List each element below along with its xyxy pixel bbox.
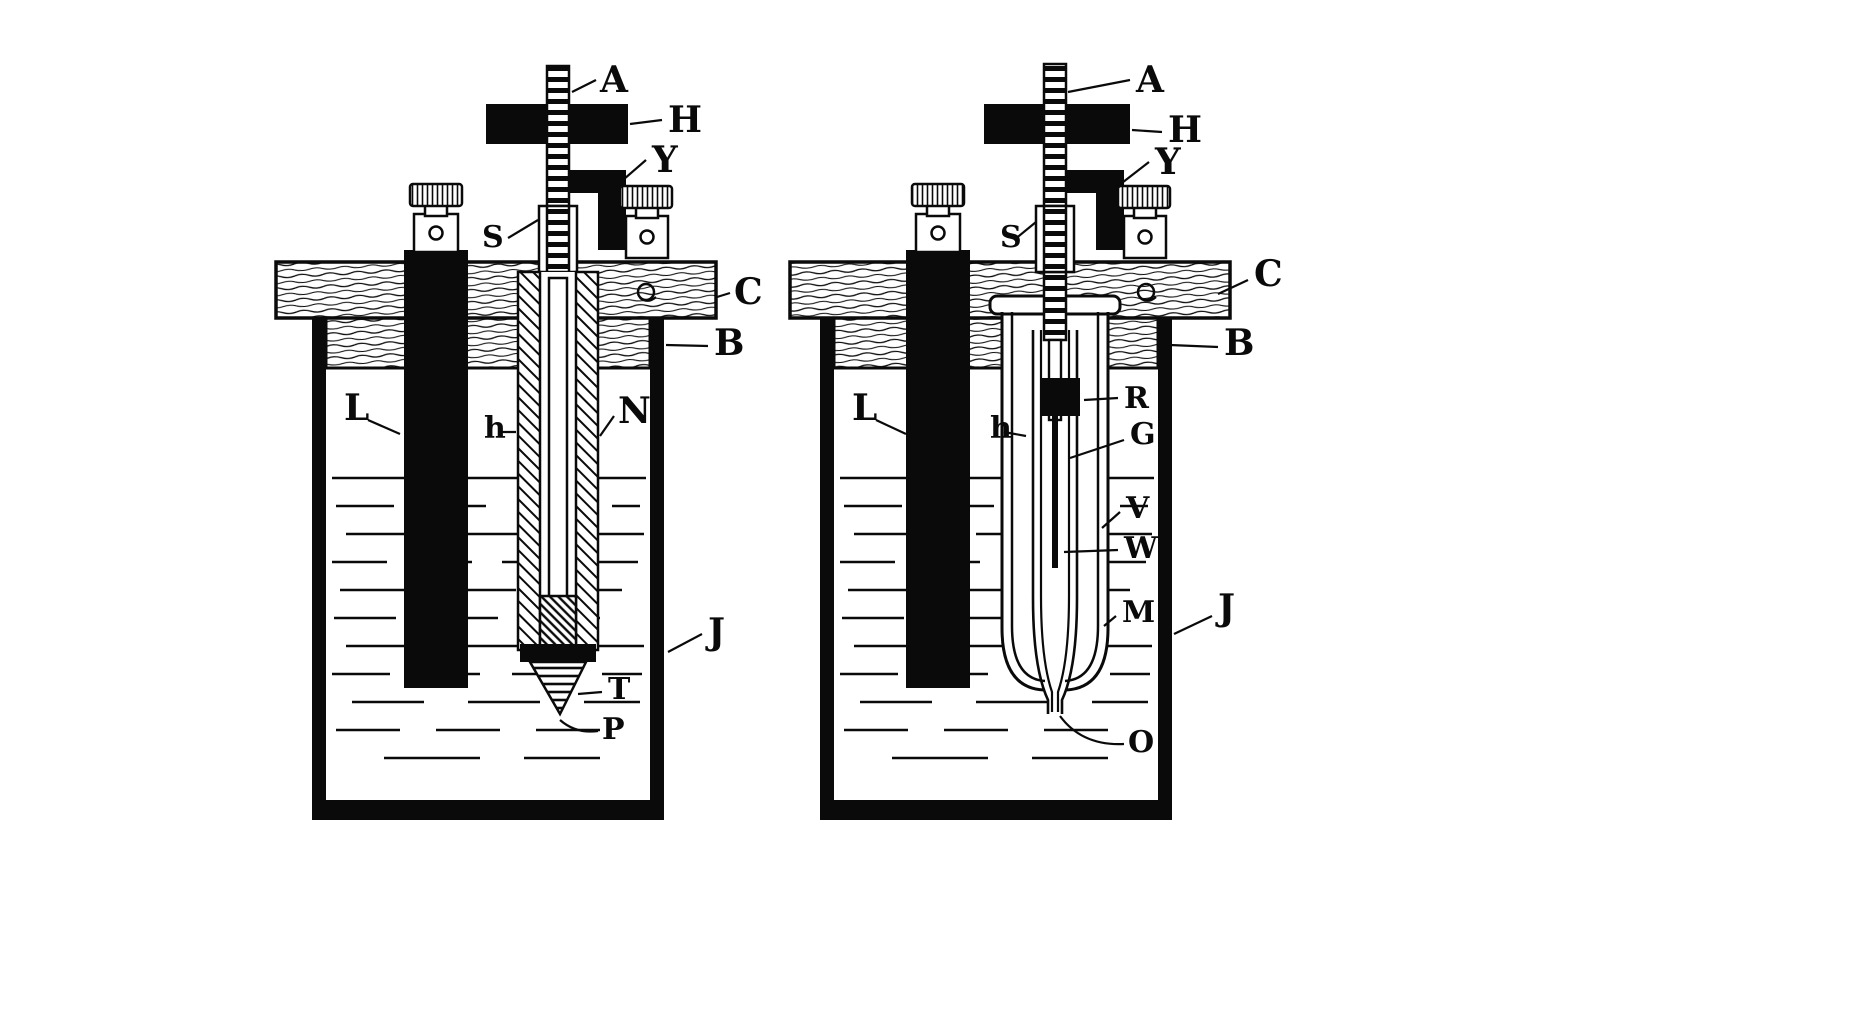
knurled-thumb-screw-icon	[1116, 184, 1172, 210]
label-b: B	[1224, 322, 1254, 364]
label-a: A	[599, 59, 629, 101]
cone-tip-p	[527, 660, 589, 717]
label-l: L	[344, 387, 369, 429]
label-l: L	[852, 387, 877, 429]
post-hole	[930, 225, 946, 241]
jar-wall-right	[650, 318, 664, 820]
label-t: T	[608, 672, 631, 707]
electrode-plate	[906, 250, 970, 688]
liquid-lines	[332, 476, 646, 760]
label-y: Y	[651, 139, 679, 181]
bracket-vertical	[598, 170, 626, 250]
wood-block-b	[324, 316, 652, 370]
outer-tube-m-left	[1000, 312, 1045, 692]
label-h-small: h	[484, 411, 506, 446]
wire-w	[1052, 416, 1058, 568]
electrode-binding-post	[910, 182, 966, 254]
tube-wall-left	[516, 270, 542, 652]
bracket-vertical	[1096, 170, 1124, 250]
left-figure: A H Y S C B L h N J T P	[274, 59, 763, 820]
label-c: C	[1254, 253, 1283, 295]
threaded-rod-through-sleeve	[1042, 204, 1068, 274]
knurled-thumb-screw-icon	[910, 182, 966, 208]
right-labels: A H Y S C B L h R G V W M J	[852, 59, 1283, 760]
threaded-rod-through-sleeve	[545, 204, 571, 274]
left-labels: A H Y S C B L h N J T P	[344, 59, 763, 747]
inner-tube-v-right-inner	[1056, 330, 1071, 712]
post-hole	[639, 229, 655, 245]
knurled-thumb-screw-icon	[408, 182, 464, 208]
right-figure: A H Y S C B L h R G V W M J	[788, 59, 1283, 820]
inner-tube-v-left-inner	[1039, 330, 1054, 712]
label-a: A	[1135, 59, 1165, 101]
inner-tube-v-right	[1060, 330, 1079, 714]
inner-tube-v-left	[1031, 330, 1050, 714]
label-v: V	[1125, 491, 1150, 526]
screw-eye-tail	[1139, 296, 1157, 302]
label-r: R	[1124, 381, 1150, 416]
jar-j	[820, 318, 1172, 820]
jar-wall-right	[1158, 318, 1172, 820]
jar-wall-left	[312, 318, 326, 820]
cover-binding-post	[618, 184, 674, 302]
knurled-thumb-screw-icon	[618, 184, 674, 210]
jar-wall-left	[820, 318, 834, 820]
outer-tube-m-left-inner	[1010, 312, 1046, 683]
tip-backing	[1033, 600, 1077, 714]
label-j: J	[1215, 587, 1235, 629]
label-y: Y	[1154, 141, 1182, 183]
electrode-binding-post	[408, 182, 464, 254]
rubber-r	[1040, 378, 1080, 416]
tube-wall-right	[574, 270, 600, 652]
cover-binding-post	[1116, 184, 1172, 302]
jar-bottom	[312, 800, 664, 820]
label-h-bar: H	[668, 99, 702, 141]
electrode-plate	[404, 250, 468, 688]
post-hole	[1137, 229, 1153, 245]
label-b: B	[714, 322, 744, 364]
label-n: N	[618, 390, 651, 432]
label-j: J	[705, 611, 725, 653]
label-w: W	[1123, 531, 1159, 566]
label-g: G	[1130, 417, 1156, 452]
label-s: S	[1000, 220, 1022, 255]
threaded-rod-a	[1042, 62, 1068, 342]
label-c: C	[734, 271, 763, 313]
porous-tube-n	[516, 270, 600, 717]
outer-tube-m-right-inner	[1064, 312, 1100, 683]
inner-rod	[547, 276, 569, 600]
label-h-small: h	[990, 411, 1012, 446]
outer-tube-m-right	[1065, 312, 1110, 692]
label-h-bar: H	[1168, 109, 1202, 151]
label-s: S	[482, 220, 504, 255]
jar-j	[312, 318, 664, 820]
tip-holder-t	[538, 594, 578, 650]
tip-collar	[520, 644, 596, 662]
label-m: M	[1122, 595, 1155, 630]
jar-bottom	[820, 800, 1172, 820]
post-hole	[428, 225, 444, 241]
label-o: O	[1128, 725, 1154, 760]
screw-eye-tail	[639, 296, 657, 302]
post-base	[914, 212, 962, 254]
wood-cover-c	[274, 260, 718, 320]
label-p: P	[602, 712, 625, 747]
